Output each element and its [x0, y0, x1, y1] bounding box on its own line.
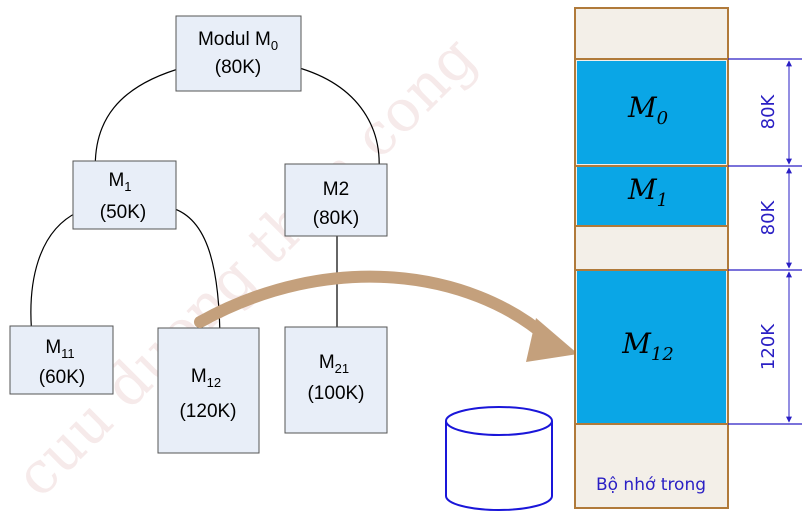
dimension-lines	[728, 58, 802, 425]
svg-text:Modul M0: Modul M0	[198, 29, 278, 53]
tree-node-m12: M12 (120K)	[157, 327, 260, 454]
load-arrow	[194, 270, 578, 362]
size-label-m0: 80K	[758, 93, 779, 129]
size-label-m1: 80K	[758, 199, 779, 235]
svg-text:(50K): (50K)	[100, 202, 146, 223]
svg-text:M11: M11	[45, 337, 74, 361]
edge-m1-m11	[27, 211, 79, 346]
memory-label-m1: M1	[627, 173, 668, 211]
tree-node-m2: M2 (80K)	[284, 163, 388, 237]
svg-text:M12: M12	[191, 366, 221, 390]
tree-node-m0: Modul M0 (80K)	[175, 15, 302, 92]
svg-text:(80K): (80K)	[215, 57, 261, 78]
svg-text:(100K): (100K)	[307, 383, 364, 404]
svg-text:M1: M1	[108, 170, 131, 194]
memory-block-m12	[577, 271, 726, 423]
edge-m0-m1	[91, 66, 186, 181]
memory-block-m1	[577, 167, 726, 225]
memory-block-m0	[577, 61, 726, 164]
tree-connectors	[27, 66, 384, 346]
memory-caption: Bộ nhớ trong	[596, 475, 706, 495]
svg-text:M2: M2	[323, 179, 349, 200]
memory-label-m0: M0	[627, 91, 668, 129]
edge-m0-m2	[295, 66, 384, 181]
memory-label-m12: M12	[621, 327, 674, 365]
tree-node-m21: M21 (100K)	[284, 326, 388, 434]
svg-text:M21: M21	[319, 352, 349, 376]
main-memory: M0 M1 M12 Bộ nhớ trong	[574, 7, 729, 509]
tree-node-m1: M1 (50K)	[72, 160, 177, 230]
size-label-m12: 120K	[758, 323, 779, 370]
svg-text:(60K): (60K)	[39, 367, 85, 388]
disk-icon	[445, 406, 553, 511]
svg-text:(80K): (80K)	[313, 208, 359, 229]
tree-node-m11: M11 (60K)	[9, 325, 114, 395]
svg-text:(120K): (120K)	[179, 401, 236, 422]
